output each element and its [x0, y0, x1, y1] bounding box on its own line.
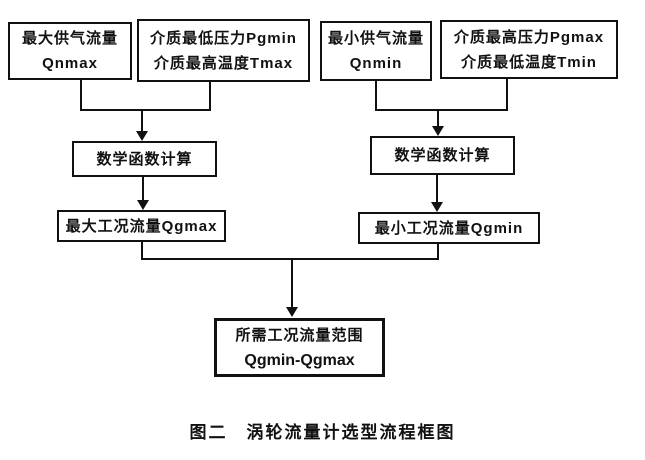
connector-line [506, 79, 508, 111]
connector-line [80, 80, 82, 111]
node-required-flow-range-value: Qgmin-Qgmax [244, 351, 355, 369]
arrowhead-icon [136, 131, 148, 141]
node-max-supply-flow: 最大供气流量 Qnmax [8, 22, 132, 80]
connector-line [142, 177, 144, 201]
node-max-supply-flow-symbol: Qnmax [42, 55, 98, 72]
connector-line [291, 260, 293, 308]
node-max-supply-flow-label: 最大供气流量 [21, 30, 118, 47]
arrowhead-icon [286, 307, 298, 317]
arrowhead-icon [137, 200, 149, 210]
node-qgmin-label: 最小工况流量Qgmin [374, 219, 524, 237]
node-max-pressure-min-temp: 介质最高压力Pgmax 介质最低温度Tmin [440, 20, 618, 79]
node-qgmax: 最大工况流量Qgmax [57, 210, 226, 242]
node-qgmin: 最小工况流量Qgmin [358, 212, 540, 244]
node-max-pressure-label: 介质最高压力Pgmax [453, 28, 605, 46]
connector-line [375, 109, 508, 111]
node-math-calc-left-label: 数学函数计算 [96, 150, 193, 168]
connector-line [375, 81, 377, 111]
node-math-calc-right: 数学函数计算 [370, 136, 515, 175]
node-qgmax-label: 最大工况流量Qgmax [65, 217, 218, 235]
node-math-calc-left: 数学函数计算 [72, 141, 217, 177]
node-min-temp-label: 介质最低温度Tmin [461, 53, 597, 71]
connector-line [437, 111, 439, 127]
connector-line [209, 82, 211, 111]
connector-line [141, 242, 143, 260]
connector-line [141, 111, 143, 132]
arrowhead-icon [432, 126, 444, 136]
arrowhead-icon [431, 202, 443, 212]
node-min-supply-flow-symbol: Qnmin [349, 55, 403, 72]
node-min-supply-flow: 最小供气流量 Qnmin [320, 21, 432, 81]
node-required-flow-range-label: 所需工况流量范围 [235, 326, 364, 344]
node-min-supply-flow-label: 最小供气流量 [327, 30, 424, 47]
connector-line [436, 175, 438, 202]
node-min-pressure-max-temp: 介质最低压力Pgmin 介质最高温度Tmax [137, 19, 310, 82]
node-math-calc-right-label: 数学函数计算 [394, 147, 491, 164]
connector-line [141, 258, 439, 260]
connector-line [80, 109, 211, 111]
node-min-pressure-label: 介质最低压力Pgmin [150, 29, 297, 47]
figure-caption: 图二 涡轮流量计选型流程框图 [189, 423, 456, 442]
node-required-flow-range: 所需工况流量范围 Qgmin-Qgmax [214, 318, 385, 377]
connector-line [437, 244, 439, 260]
node-max-temp-label: 介质最高温度Tmax [153, 54, 294, 72]
